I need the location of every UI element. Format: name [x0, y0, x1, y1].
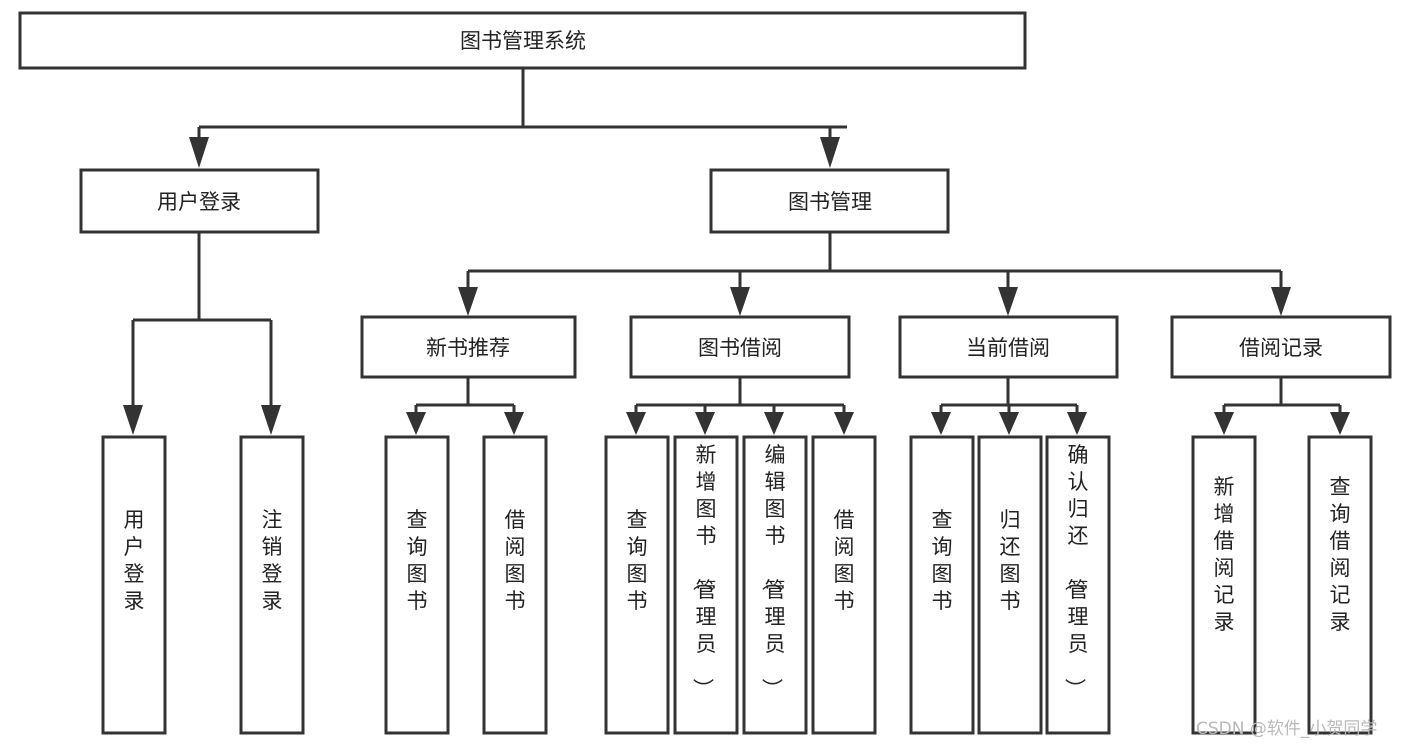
node-leaf-return-book-box[interactable] [977, 435, 1043, 735]
node-leaf-edit-book-label: 编辑图书（管理员） [760, 443, 786, 699]
arrow-head-leaf-query-book-1 [406, 412, 426, 435]
node-leaf-query-book-3-box[interactable] [909, 435, 975, 735]
arrow-head-leaf-query-book-2 [626, 412, 646, 435]
node-book-borrow[interactable]: 图书借阅 [629, 315, 851, 379]
node-user-login[interactable]: 用户登录 [79, 168, 320, 234]
node-new-book-recommend[interactable]: 新书推荐 [360, 315, 577, 379]
node-leaf-query-book-3[interactable]: 查询图书 [909, 435, 975, 735]
node-leaf-confirm-return[interactable]: 确认归还（管理员） [1045, 435, 1111, 735]
node-leaf-confirm-return-box[interactable] [1045, 435, 1111, 735]
node-leaf-query-book-3-label: 查询图书 [932, 508, 953, 613]
arrow-head-leaf-borrow-book-2 [834, 412, 854, 435]
node-leaf-query-book-2-label: 查询图书 [627, 508, 648, 613]
arrow-head-book-management [820, 137, 840, 168]
node-book-management-label: 图书管理 [788, 190, 872, 214]
node-current-borrow-box[interactable] [898, 315, 1119, 379]
node-leaf-add-book-box[interactable] [673, 435, 739, 735]
node-leaf-add-book[interactable]: 新增图书（管理员） [673, 435, 739, 735]
node-leaf-query-book-2-box[interactable] [604, 435, 670, 735]
arrow-head-leaf-user-logout [261, 405, 281, 435]
arrow-head-borrow-record [1271, 287, 1291, 316]
node-leaf-add-book-label: 新增图书（管理员） [691, 443, 717, 699]
node-user-login-label: 用户登录 [157, 190, 241, 214]
node-leaf-user-logout-label: 注销登录 [262, 508, 283, 613]
node-borrow-record-label: 借阅记录 [1239, 336, 1323, 360]
node-current-borrow[interactable]: 当前借阅 [898, 315, 1119, 379]
node-book-borrow-box[interactable] [629, 315, 851, 379]
arrow-head-leaf-borrow-book-1 [504, 412, 524, 435]
arrow-head-new-book-recommend [458, 287, 478, 316]
watermark-text: CSDN @软件_小贺同学 [1196, 719, 1377, 739]
node-book-management[interactable]: 图书管理 [709, 168, 950, 234]
node-leaf-user-login[interactable]: 用户登录 [101, 435, 167, 735]
node-leaf-add-record-label: 新增借阅记录 [1214, 475, 1235, 634]
node-leaf-add-record-box[interactable] [1191, 435, 1257, 735]
node-leaf-query-book-1[interactable]: 查询图书 [384, 435, 450, 735]
node-leaf-borrow-book-2-box[interactable] [811, 435, 877, 735]
node-leaf-borrow-book-2[interactable]: 借阅图书 [811, 435, 877, 735]
node-new-book-recommend-label: 新书推荐 [426, 336, 510, 360]
arrow-head-current-borrow [998, 287, 1018, 316]
arrow-head-leaf-confirm-return [1067, 412, 1087, 435]
node-leaf-return-book[interactable]: 归还图书 [977, 435, 1043, 735]
node-leaf-query-book-2[interactable]: 查询图书 [604, 435, 670, 735]
arrow-head-leaf-return-book [999, 412, 1019, 435]
node-leaf-query-record-box[interactable] [1307, 435, 1373, 735]
node-root[interactable]: 图书管理系统 [18, 11, 1027, 70]
node-leaf-user-login-label: 用户登录 [124, 508, 145, 613]
node-leaf-borrow-book-1[interactable]: 借阅图书 [482, 435, 548, 735]
arrow-head-leaf-edit-book [764, 412, 784, 435]
node-leaf-query-record[interactable]: 查询借阅记录 [1307, 435, 1373, 735]
node-leaf-add-record[interactable]: 新增借阅记录 [1191, 435, 1257, 735]
node-leaf-edit-book-box[interactable] [742, 435, 808, 735]
arrow-head-leaf-add-record [1214, 412, 1234, 435]
node-leaf-user-login-box[interactable] [101, 435, 167, 735]
node-leaf-borrow-book-1-box[interactable] [482, 435, 548, 735]
node-leaf-confirm-return-label: 确认归还（管理员） [1063, 443, 1089, 699]
node-leaf-borrow-book-1-label: 借阅图书 [505, 508, 526, 613]
node-current-borrow-label: 当前借阅 [966, 336, 1050, 360]
arrow-head-leaf-query-book-3 [931, 412, 951, 435]
node-book-borrow-label: 图书借阅 [698, 336, 782, 360]
node-borrow-record-box[interactable] [1170, 315, 1392, 379]
node-root-box[interactable] [18, 11, 1027, 70]
node-borrow-record[interactable]: 借阅记录 [1170, 315, 1392, 379]
node-book-management-box[interactable] [709, 168, 950, 234]
node-new-book-recommend-box[interactable] [360, 315, 577, 379]
arrow-head-leaf-user-login [123, 405, 143, 435]
node-leaf-borrow-book-2-label: 借阅图书 [834, 508, 855, 613]
arrow-head-leaf-query-record [1330, 412, 1350, 435]
connectors-layer [123, 68, 1350, 435]
arrow-head-user-login [189, 137, 209, 168]
node-leaf-query-record-label: 查询借阅记录 [1330, 475, 1351, 634]
arrow-head-leaf-add-book [695, 412, 715, 435]
node-leaf-return-book-label: 归还图书 [1000, 508, 1021, 613]
node-leaf-query-book-1-label: 查询图书 [407, 508, 428, 613]
arrow-head-book-borrow [730, 287, 750, 316]
node-leaf-query-book-1-box[interactable] [384, 435, 450, 735]
leaf-nodes-layer: 用户登录 注销登录 查询图书 借阅图书 查询图书 新增图书（管理员） 编辑图书（… [101, 435, 1373, 735]
node-root-label: 图书管理系统 [460, 29, 586, 53]
node-leaf-user-logout[interactable]: 注销登录 [239, 435, 305, 735]
node-user-login-box[interactable] [79, 168, 320, 234]
node-leaf-user-logout-box[interactable] [239, 435, 305, 735]
node-leaf-edit-book[interactable]: 编辑图书（管理员） [742, 435, 808, 735]
